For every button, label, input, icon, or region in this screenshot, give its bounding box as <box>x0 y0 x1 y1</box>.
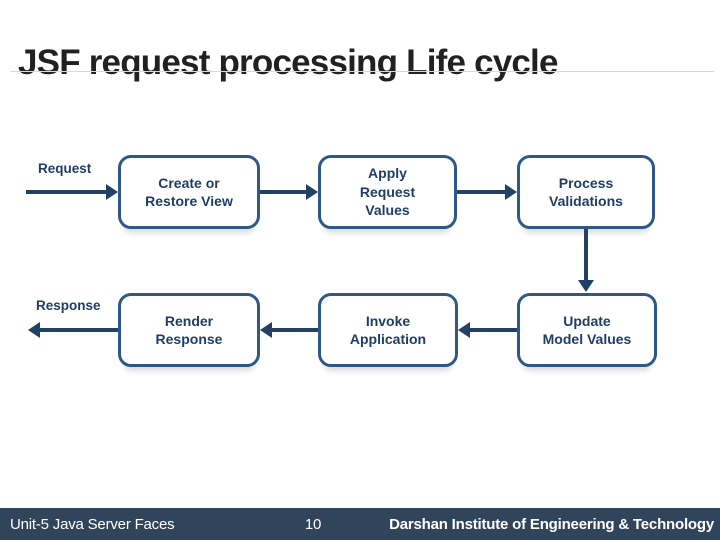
box-update-model-values: Update Model Values <box>517 293 657 367</box>
box-render-response: Render Response <box>118 293 260 367</box>
request-label: Request <box>38 161 92 176</box>
arrow-line <box>26 190 106 194</box>
footer-institute-text: Darshan Institute of Engineering & Techn… <box>389 515 714 533</box>
box-apply-request-values: Apply Request Values <box>318 155 457 229</box>
page-number: 10 <box>304 515 322 533</box>
title-divider <box>10 71 714 72</box>
footer-unit-text: Unit-5 Java Server Faces <box>10 515 175 533</box>
arrowhead-left-icon <box>458 322 470 338</box>
arrow-line <box>584 229 588 280</box>
response-label: Response <box>36 298 101 313</box>
footer-bar: Unit-5 Java Server Faces 10 Darshan Inst… <box>0 508 720 540</box>
arrowhead-left-icon <box>260 322 272 338</box>
arrowhead-right-icon <box>505 184 517 200</box>
arrowhead-right-icon <box>306 184 318 200</box>
arrowhead-down-icon <box>578 280 594 292</box>
box-invoke-application: Invoke Application <box>318 293 458 367</box>
arrowhead-right-icon <box>106 184 118 200</box>
arrow-line <box>40 328 118 332</box>
arrow-line <box>260 190 306 194</box>
arrowhead-left-icon <box>28 322 40 338</box>
arrow-line <box>470 328 517 332</box>
box-process-validations: Process Validations <box>517 155 655 229</box>
arrow-line <box>272 328 318 332</box>
box-create-or-restore-view: Create or Restore View <box>118 155 260 229</box>
arrow-line <box>457 190 505 194</box>
slide-title: JSF request processing Life cycle <box>18 43 558 83</box>
